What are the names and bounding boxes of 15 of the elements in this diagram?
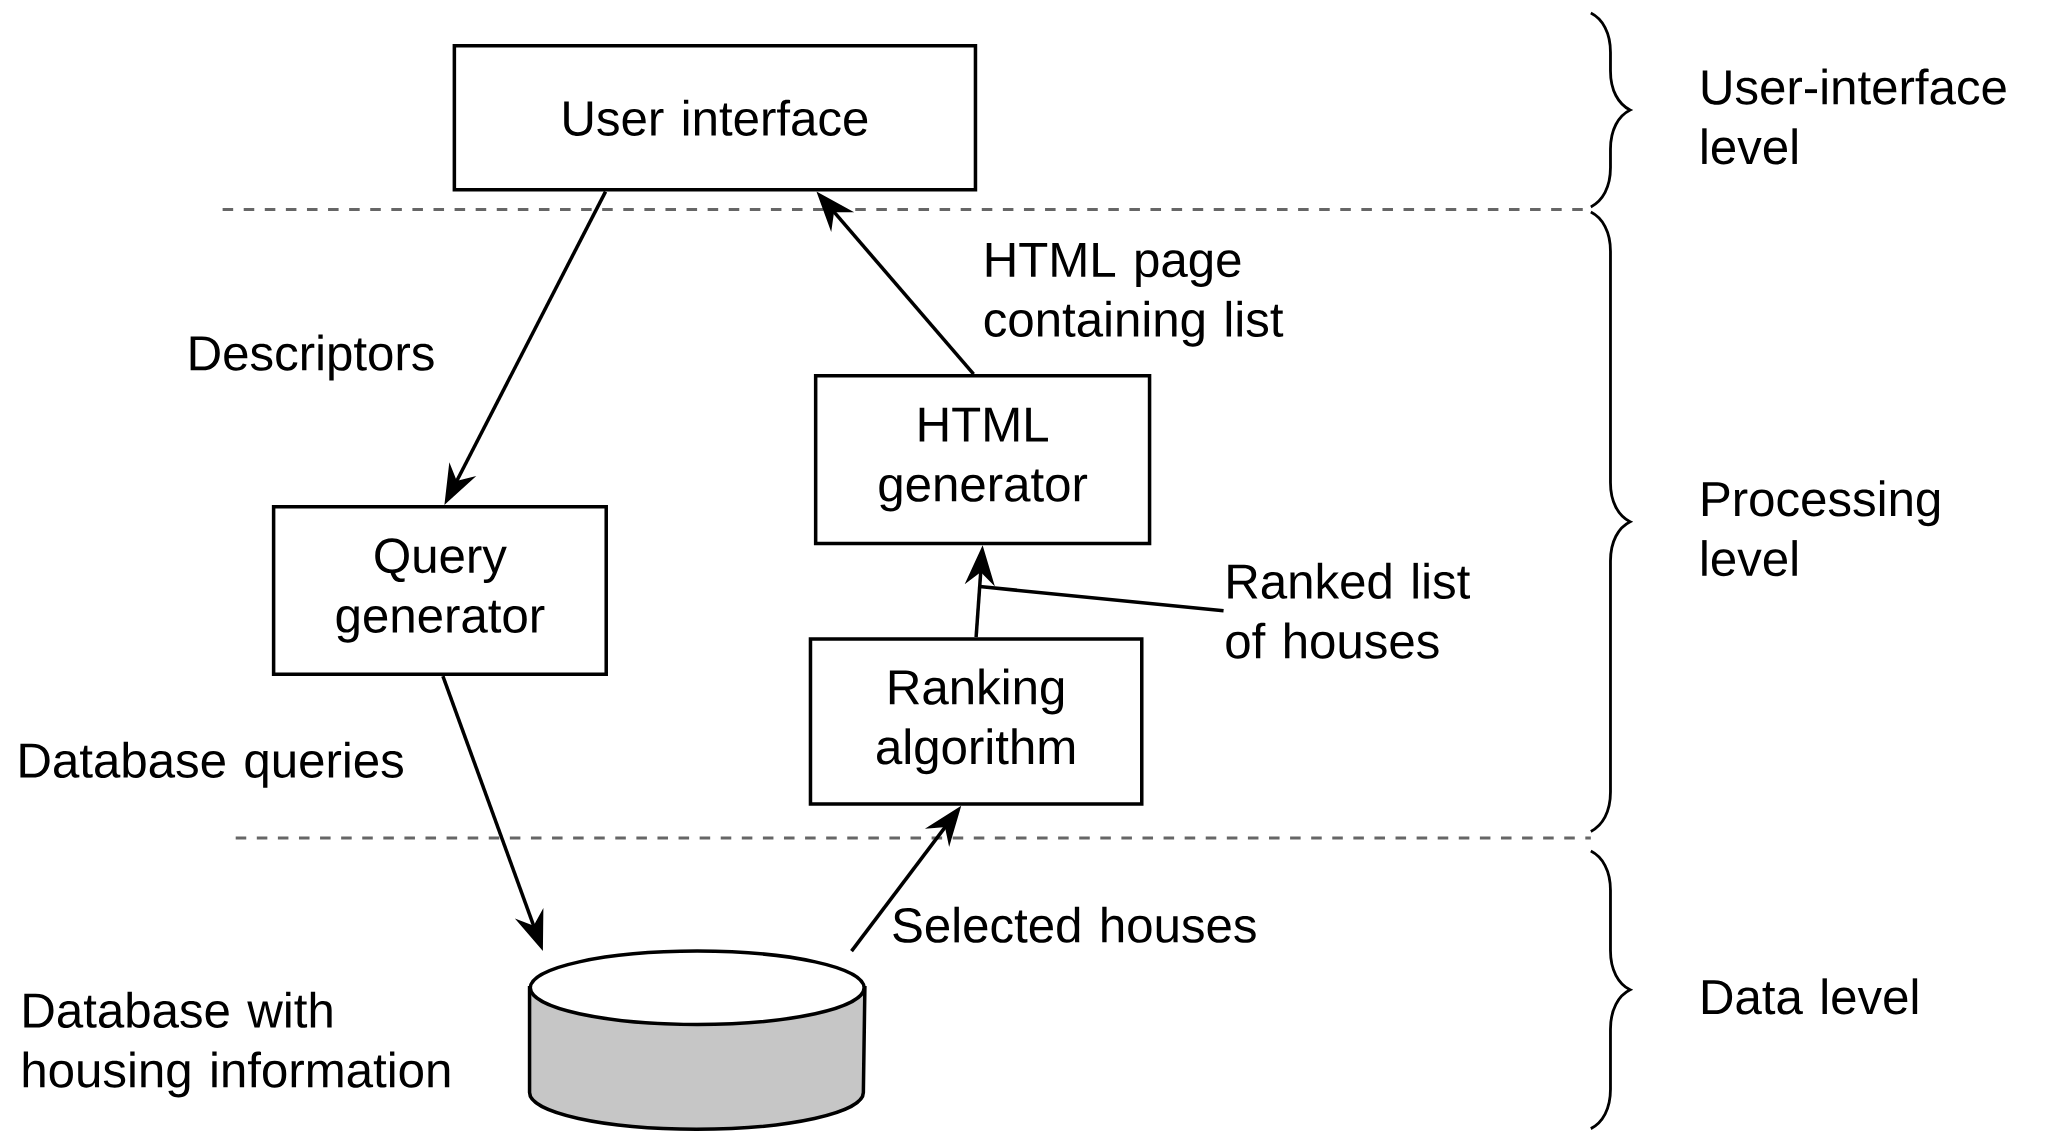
level-label: User-interface level	[1702, 68, 2006, 165]
process-box: User interface	[452, 44, 978, 192]
edge-label: HTML page containing list	[984, 243, 1284, 347]
edge-label: Selected houses	[893, 906, 1256, 944]
process-box: HTML generator	[813, 374, 1152, 546]
edge-label: Database queries	[20, 742, 403, 788]
process-box: Query generator	[271, 505, 608, 677]
database-cylinder	[527, 949, 867, 1132]
edge-label: Descriptors	[190, 334, 434, 381]
annotation-text: Ranked list of houses	[1226, 563, 1470, 659]
leader-line	[979, 585, 1224, 613]
level-label: Processing level	[1702, 480, 1940, 577]
node-caption: Database with housing information	[23, 992, 450, 1098]
level-label: Data level	[1702, 978, 1918, 1015]
process-box: Ranking algorithm	[808, 637, 1144, 806]
